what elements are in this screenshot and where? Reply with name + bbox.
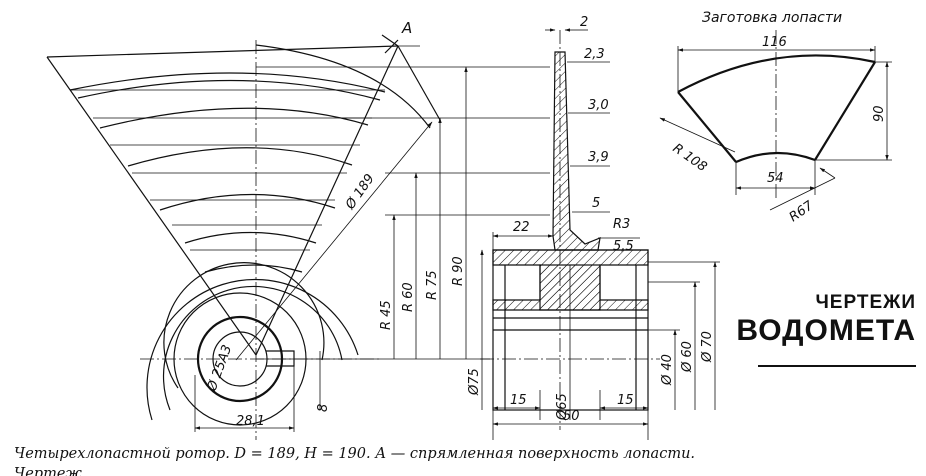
svg-text:R67: R67 bbox=[787, 198, 817, 225]
svg-text:Ø 189: Ø 189 bbox=[342, 172, 377, 214]
radius-dimensions: R 45 R 60 R 75 R 90 bbox=[256, 66, 550, 360]
figure-caption: Четырехлопастной ротор. D = 189, H = 190… bbox=[14, 446, 696, 462]
svg-text:R 108: R 108 bbox=[670, 141, 710, 175]
figure-caption-cut: Чертеж ... bbox=[14, 466, 101, 476]
svg-text:А: А bbox=[401, 19, 412, 37]
svg-text:Ø 25A3: Ø 25A3 bbox=[204, 343, 235, 394]
svg-text:Ø75: Ø75 bbox=[467, 368, 482, 396]
svg-text:5: 5 bbox=[592, 196, 600, 211]
svg-text:R3: R3 bbox=[613, 217, 630, 232]
svg-text:R 60: R 60 bbox=[401, 282, 416, 312]
blank-title: Заготовка лопасти bbox=[702, 10, 842, 26]
svg-text:3,0: 3,0 bbox=[588, 98, 609, 113]
blade-blank: Заготовка лопасти 116 90 54 R 108 R67 bbox=[659, 10, 892, 225]
svg-text:R 75: R 75 bbox=[425, 270, 440, 300]
heading-underline bbox=[758, 365, 916, 367]
svg-text:22: 22 bbox=[513, 220, 530, 235]
svg-text:116: 116 bbox=[762, 35, 787, 50]
heading-line-2: ВОДОМЕТА bbox=[736, 314, 916, 347]
svg-text:Ø 40: Ø 40 bbox=[660, 354, 675, 386]
svg-text:28,1: 28,1 bbox=[236, 414, 265, 429]
hub-section: 2 2,3 3,0 3,9 5 R3 5,5 22 Ø 70 Ø 60 bbox=[467, 15, 720, 440]
svg-text:R 90: R 90 bbox=[451, 256, 466, 286]
svg-text:15: 15 bbox=[510, 393, 527, 408]
blade-developed-surface: А Ø 189 bbox=[46, 19, 441, 440]
article-heading: ЧЕРТЕЖИ ВОДОМЕТА bbox=[736, 292, 916, 348]
svg-text:Ø 70: Ø 70 bbox=[700, 331, 715, 363]
svg-text:54: 54 bbox=[767, 171, 784, 186]
svg-text:R 45: R 45 bbox=[379, 300, 394, 330]
svg-text:15: 15 bbox=[617, 393, 634, 408]
svg-text:8: 8 bbox=[316, 404, 331, 412]
svg-text:2,3: 2,3 bbox=[584, 47, 605, 62]
svg-text:3,9: 3,9 bbox=[588, 150, 609, 165]
svg-text:Ø65: Ø65 bbox=[555, 393, 570, 421]
svg-text:50: 50 bbox=[563, 409, 580, 424]
svg-text:2: 2 bbox=[580, 15, 588, 30]
svg-text:Ø 60: Ø 60 bbox=[680, 341, 695, 373]
svg-text:90: 90 bbox=[872, 105, 887, 122]
heading-line-1: ЧЕРТЕЖИ bbox=[815, 292, 916, 313]
